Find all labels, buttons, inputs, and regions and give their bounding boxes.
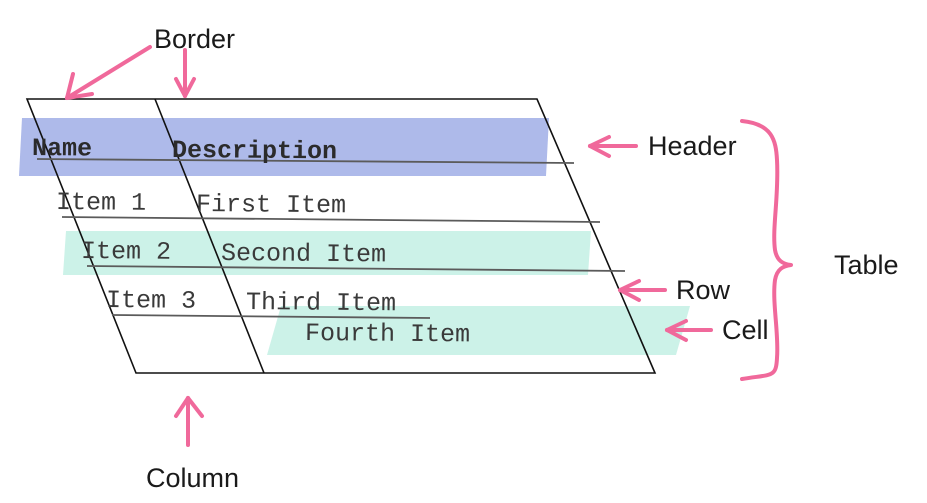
cell-arrow-left-icon	[665, 319, 713, 342]
table-outer-border	[25, 98, 657, 374]
table-curly-brace-icon	[740, 119, 793, 381]
cell-row2-description: Second Item	[221, 239, 386, 269]
row-rule-3	[111, 314, 431, 319]
column-divider-border	[154, 98, 265, 374]
label-cell: Cell	[722, 315, 769, 345]
cell-row1-description: First Item	[196, 190, 346, 220]
border-arrow-down-icon	[174, 48, 196, 98]
column-arrow-up-icon	[174, 396, 204, 447]
row-highlight-band-item2	[63, 231, 591, 275]
cell-row1-name: Item 1	[56, 188, 146, 218]
header-arrow-left-icon	[588, 135, 638, 158]
annotation-layer	[65, 45, 793, 447]
cell-row2-name: Item 2	[81, 237, 171, 267]
table-grid	[25, 98, 657, 374]
annotation-labels: Border Header Row Cell Table Column	[146, 24, 899, 493]
header-cell-description: Description	[172, 136, 337, 166]
label-header: Header	[648, 131, 737, 161]
header-cell-name: Name	[32, 134, 92, 163]
cell-floating-fourth: Fourth Item	[305, 319, 470, 349]
label-column: Column	[146, 463, 239, 493]
label-row: Row	[676, 275, 731, 305]
label-border: Border	[154, 24, 235, 54]
cell-row3-description: Third Item	[246, 288, 396, 318]
row-rule-1	[61, 216, 601, 223]
row-rules	[36, 158, 626, 319]
row-rule-2	[86, 265, 626, 272]
table-text: Name Description Item 1 First Item Item …	[32, 134, 470, 349]
row-arrow-left-icon	[618, 279, 667, 302]
row-rule-header	[36, 158, 575, 164]
label-table: Table	[834, 250, 899, 280]
cell-row3-name: Item 3	[106, 286, 196, 316]
border-arrow-diagonal-icon	[65, 45, 152, 100]
